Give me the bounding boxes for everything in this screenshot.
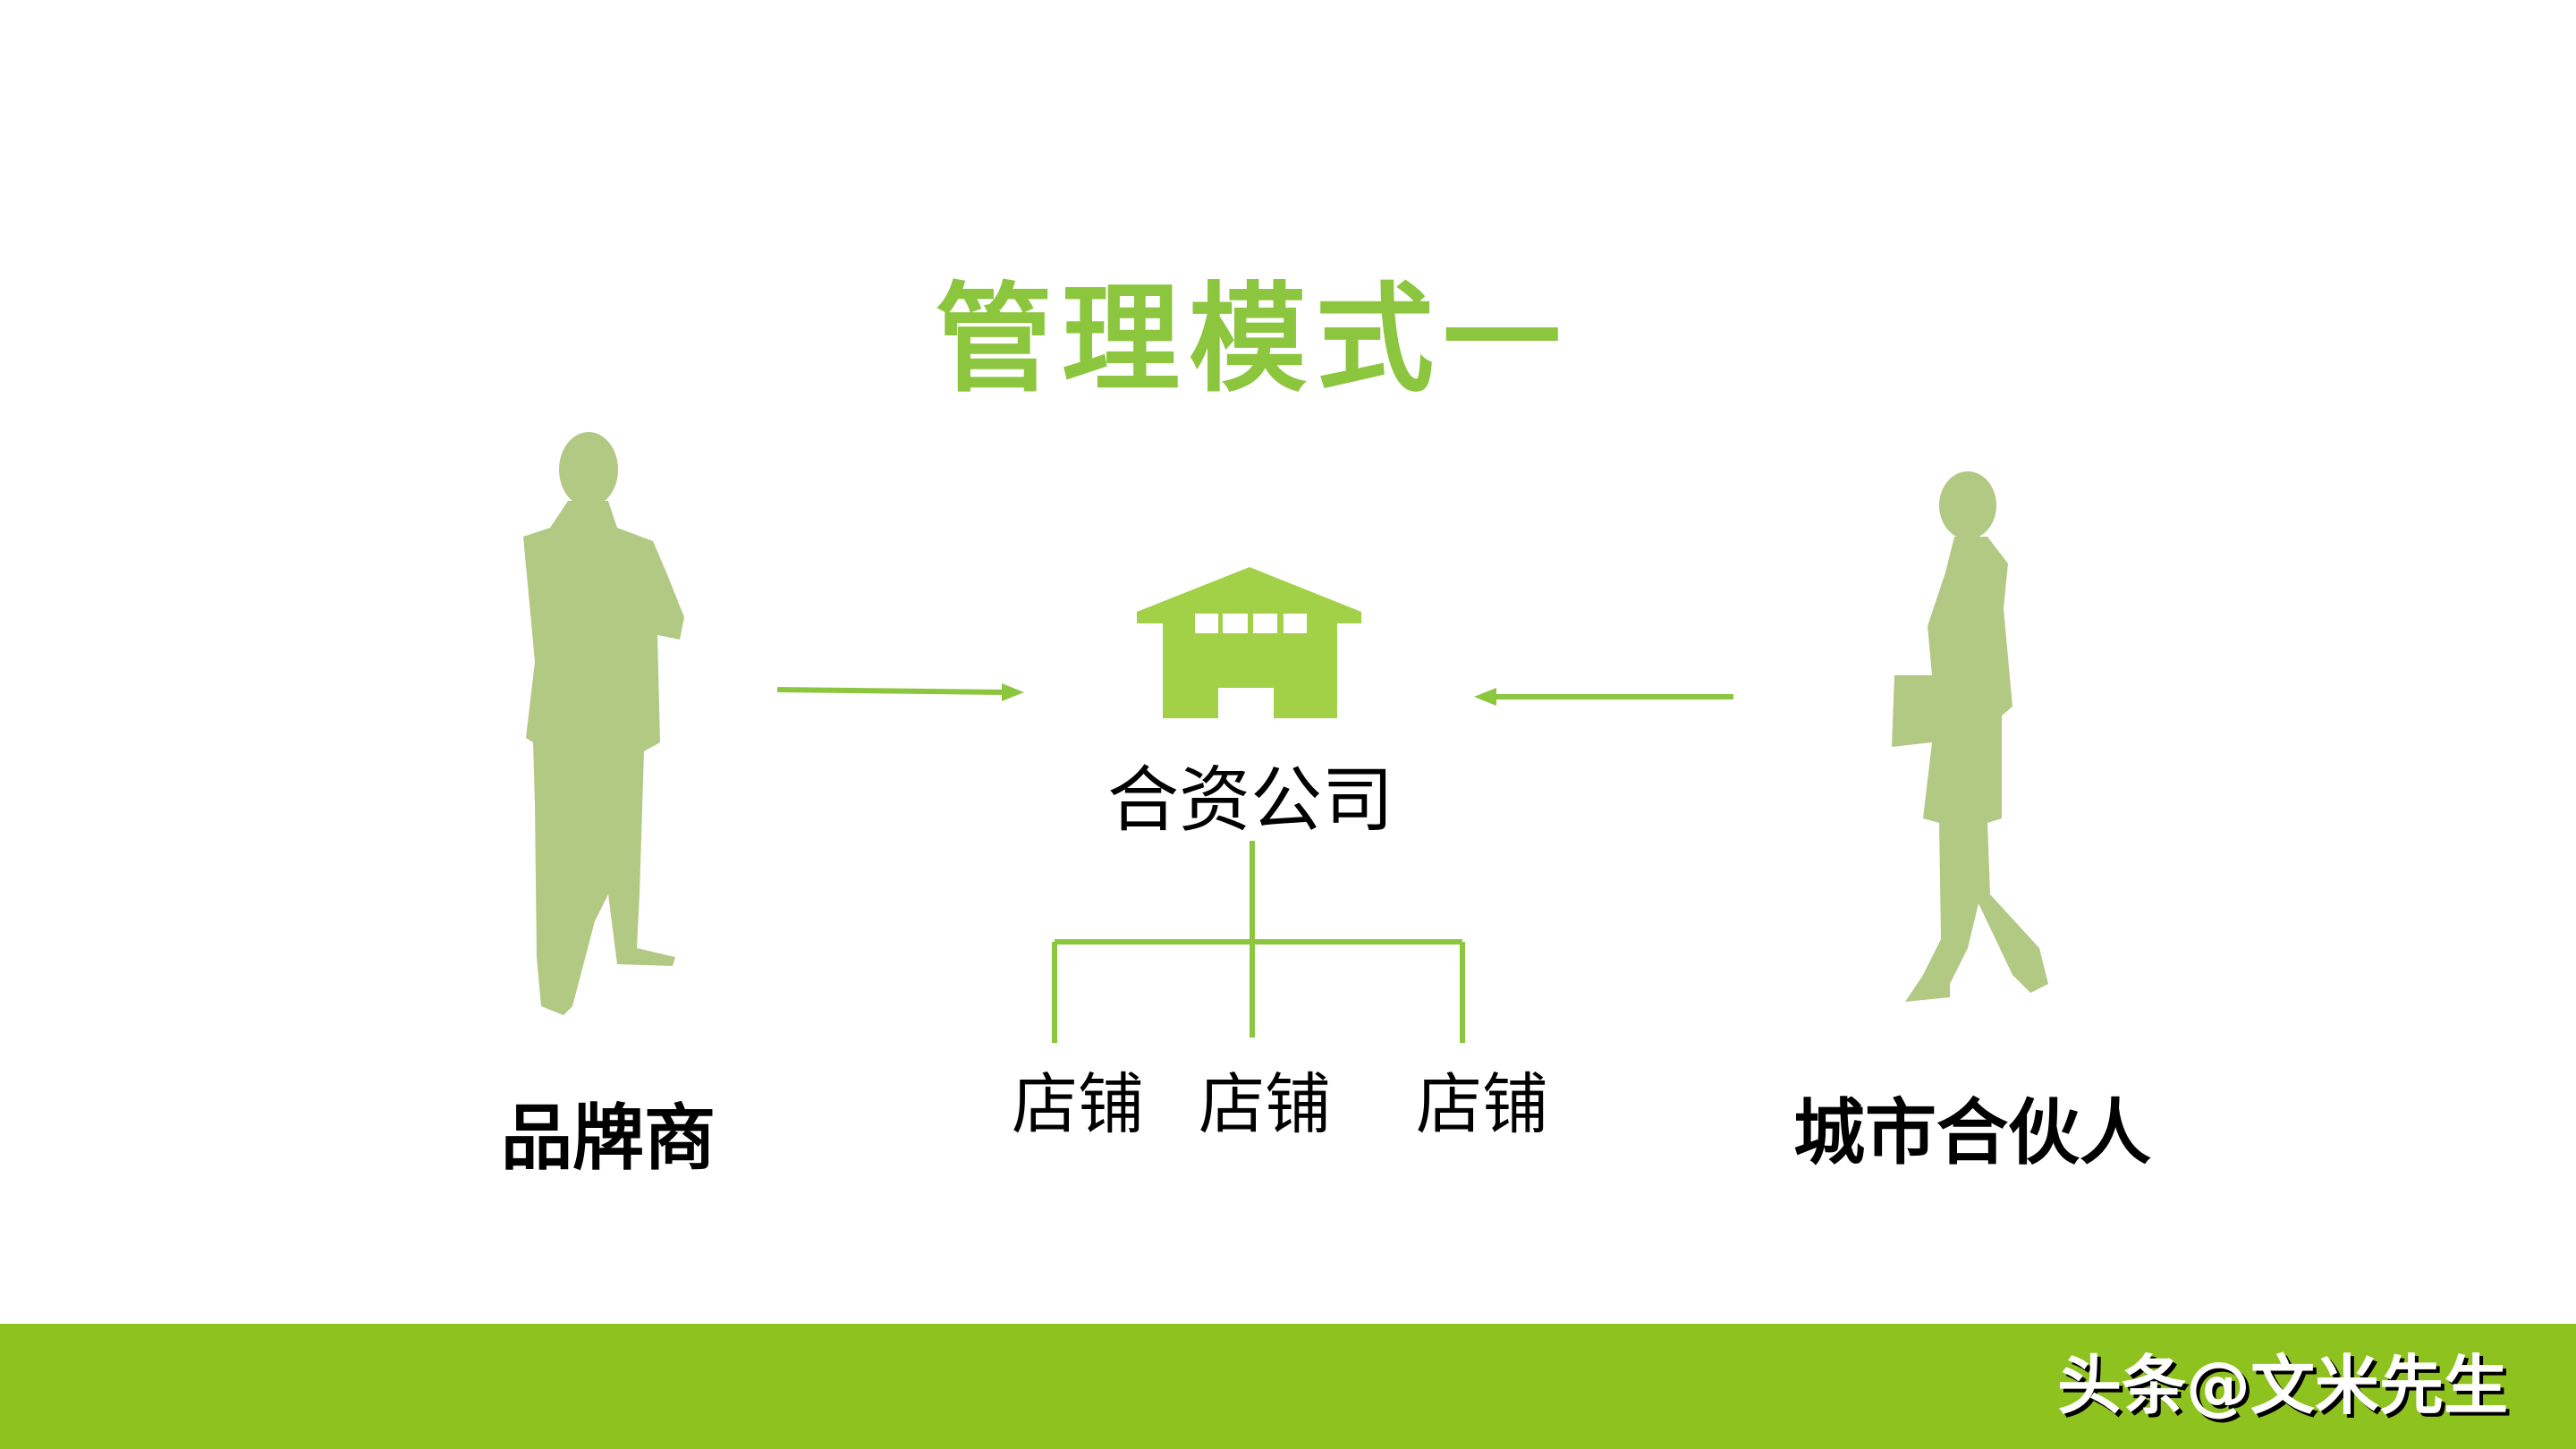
arrow-right [776, 683, 1024, 701]
store-label: 店铺 [1416, 1066, 1548, 1143]
city-partner-label: 城市合伙人 [1793, 1091, 2151, 1174]
store-label: 店铺 [1012, 1066, 1144, 1143]
warehouse-icon [1137, 567, 1361, 718]
footer-bar [0, 1324, 2576, 1449]
store-label: 店铺 [1199, 1066, 1331, 1143]
businessman-silhouette-icon [523, 432, 684, 1015]
watermark: 头条@文米先生 [2057, 1348, 2509, 1423]
businesswoman-silhouette-icon [1892, 471, 2048, 1002]
joint-venture-label: 合资公司 [1107, 758, 1394, 842]
brand-owner-label: 品牌商 [501, 1097, 716, 1180]
org-connector-lines [1052, 841, 1465, 1043]
slide-title: 管理模式一 [935, 271, 1570, 409]
arrow-left [1474, 688, 1733, 706]
